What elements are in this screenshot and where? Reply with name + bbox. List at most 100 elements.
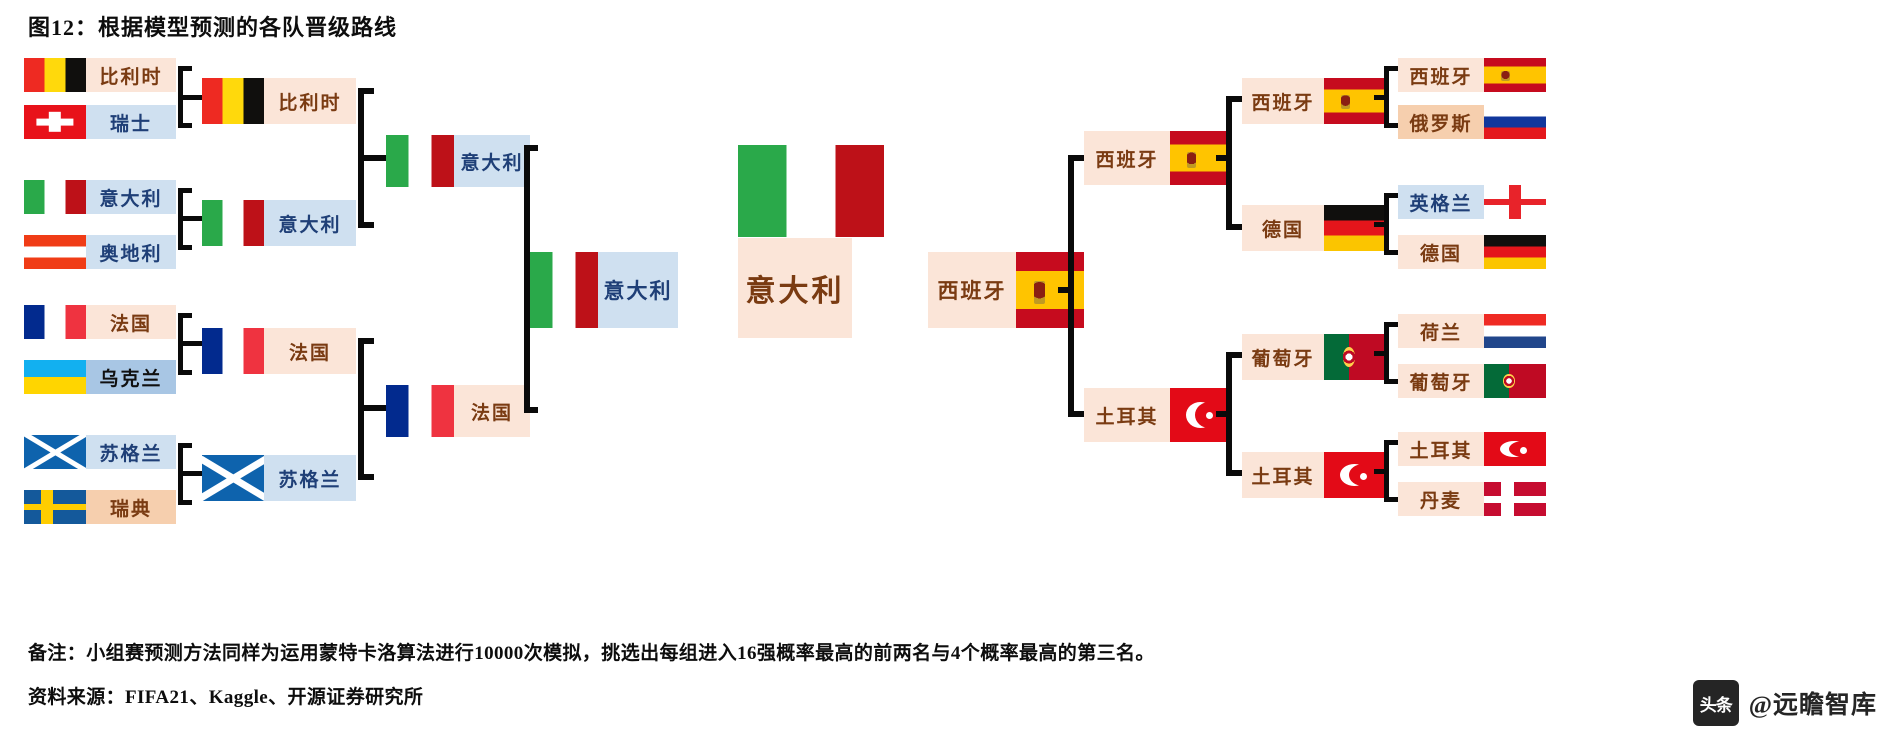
- bracket-node-qf-turkey[interactable]: 土耳其: [1242, 452, 1386, 498]
- bracket-node-r16-sweden[interactable]: 瑞典: [24, 490, 176, 524]
- bracket-node-qf-germany[interactable]: 德国: [1242, 205, 1386, 251]
- connector: [1384, 440, 1398, 445]
- team-label: 法国: [264, 328, 356, 374]
- connector: [178, 313, 192, 318]
- bracket-node-r16-germany[interactable]: 德国: [1398, 235, 1546, 269]
- bracket-node-r16-spain[interactable]: 西班牙: [1398, 58, 1546, 92]
- spain-flag-icon: [1484, 58, 1546, 92]
- italy-flag-icon: [530, 252, 598, 328]
- bracket-node-r16-portugal[interactable]: 葡萄牙: [1398, 364, 1546, 398]
- team-label: 意大利: [454, 135, 530, 187]
- bracket-node-qf-scotland[interactable]: 苏格兰: [202, 455, 356, 501]
- turkey-flag-icon: [1324, 452, 1386, 498]
- connector: [1226, 470, 1242, 476]
- bracket-node-sf-italy[interactable]: 意大利: [386, 135, 530, 187]
- connector: [1384, 322, 1398, 327]
- france-flag-icon: [24, 305, 86, 339]
- denmark-flag-icon: [1484, 482, 1546, 516]
- belgium-flag-icon: [24, 58, 86, 92]
- team-label: 德国: [1242, 205, 1324, 251]
- team-label: 西班牙: [1242, 78, 1324, 124]
- england-flag-icon: [1484, 185, 1546, 219]
- page-title: 图12：根据模型预测的各队晋级路线: [28, 15, 398, 40]
- team-label: 意大利: [86, 180, 176, 214]
- connector: [178, 66, 192, 71]
- connector: [1226, 96, 1242, 102]
- connector: [358, 222, 374, 228]
- bracket-node-qf-france[interactable]: 法国: [202, 328, 356, 374]
- germany-flag-icon: [1484, 235, 1546, 269]
- connector: [1068, 155, 1074, 417]
- team-label: 意大利: [598, 252, 678, 328]
- source-text: 资料来源：FIFA21、Kaggle、开源证券研究所: [28, 687, 424, 708]
- austria-flag-icon: [24, 235, 86, 269]
- bracket-node-sf-turkey[interactable]: 土耳其: [1084, 388, 1232, 442]
- connector: [358, 88, 374, 94]
- team-label: 西班牙: [928, 252, 1016, 328]
- connector: [1384, 193, 1398, 198]
- bracket-node-r16-france[interactable]: 法国: [24, 305, 176, 339]
- connector: [358, 338, 374, 344]
- connector: [1374, 222, 1388, 227]
- connector: [1384, 497, 1398, 502]
- bracket-node-r16-netherlands[interactable]: 荷兰: [1398, 314, 1546, 348]
- turkey-flag-icon: [1484, 432, 1546, 466]
- team-label: 英格兰: [1398, 185, 1484, 219]
- bracket-node-qf-spain[interactable]: 西班牙: [1242, 78, 1386, 124]
- connector: [178, 123, 192, 128]
- team-label: 苏格兰: [86, 435, 176, 469]
- bracket-node-final-italy[interactable]: 意大利: [530, 252, 678, 328]
- team-label: 奥地利: [86, 235, 176, 269]
- connector: [178, 95, 202, 100]
- connector: [524, 145, 530, 413]
- connector: [178, 245, 192, 250]
- portugal-flag-icon: [1484, 364, 1546, 398]
- connector: [178, 188, 192, 193]
- bracket-node-r16-austria[interactable]: 奥地利: [24, 235, 176, 269]
- watermark-text: @远瞻智库: [1748, 692, 1877, 719]
- team-label: 意大利: [264, 200, 356, 246]
- bracket-node-qf-portugal[interactable]: 葡萄牙: [1242, 334, 1386, 380]
- team-label: 荷兰: [1398, 314, 1484, 348]
- bracket-node-qf-italy[interactable]: 意大利: [202, 200, 356, 246]
- team-label: 瑞士: [86, 105, 176, 139]
- connector: [1384, 66, 1398, 71]
- bracket-node-r16-italy[interactable]: 意大利: [24, 180, 176, 214]
- france-flag-icon: [386, 385, 454, 437]
- bracket-node-r16-russia[interactable]: 俄罗斯: [1398, 105, 1546, 139]
- bracket-node-r16-turkey[interactable]: 土耳其: [1398, 432, 1546, 466]
- connector: [1384, 379, 1398, 384]
- bracket-node-r16-england[interactable]: 英格兰: [1398, 185, 1546, 219]
- connector: [1068, 411, 1084, 417]
- connector: [1226, 96, 1232, 230]
- italy-flag-icon: [202, 200, 264, 246]
- italy-flag-icon: [24, 180, 86, 214]
- connector: [178, 370, 192, 375]
- bracket-node-qf-belgium[interactable]: 比利时: [202, 78, 356, 124]
- italy-flag-icon: [738, 145, 884, 237]
- connector: [358, 474, 374, 480]
- bracket-node-sf-france[interactable]: 法国: [386, 385, 530, 437]
- bracket-node-r16-scotland[interactable]: 苏格兰: [24, 435, 176, 469]
- team-label: 土耳其: [1398, 432, 1484, 466]
- bracket-node-r16-belgium[interactable]: 比利时: [24, 58, 176, 92]
- connector: [1374, 469, 1388, 474]
- team-label: 瑞典: [86, 490, 176, 524]
- portugal-flag-icon: [1324, 334, 1386, 380]
- bracket-node-r16-ukraine[interactable]: 乌克兰: [24, 360, 176, 394]
- connector: [1226, 224, 1242, 230]
- bracket-node-r16-denmark[interactable]: 丹麦: [1398, 482, 1546, 516]
- connector: [1384, 250, 1398, 255]
- bracket-node-r16-switzerland[interactable]: 瑞士: [24, 105, 176, 139]
- bracket-node-sf-spain[interactable]: 西班牙: [1084, 131, 1232, 185]
- switzerland-flag-icon: [24, 105, 86, 139]
- watermark: 头条 @远瞻智库: [1692, 680, 1877, 726]
- connector: [1374, 351, 1388, 356]
- connector: [1216, 155, 1232, 161]
- netherlands-flag-icon: [1484, 314, 1546, 348]
- connector: [524, 145, 538, 151]
- team-label: 丹麦: [1398, 482, 1484, 516]
- team-label: 乌克兰: [86, 360, 176, 394]
- russia-flag-icon: [1484, 105, 1546, 139]
- team-label: 葡萄牙: [1242, 334, 1324, 380]
